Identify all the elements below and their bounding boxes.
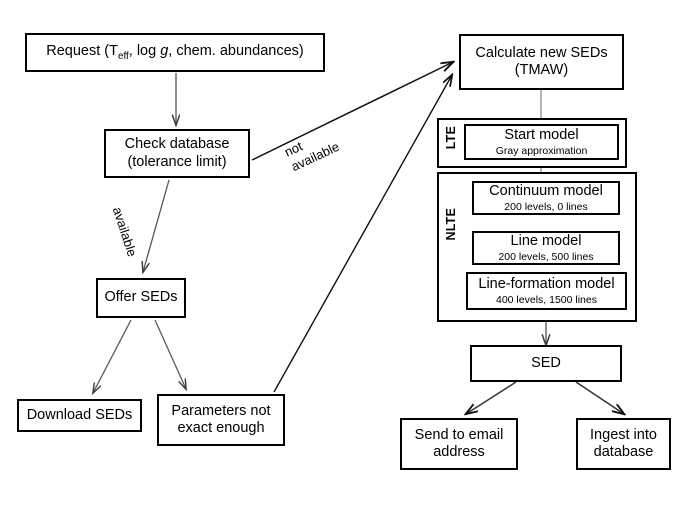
- node-parameters-not-exact[interactable]: Parameters not exact enough: [157, 394, 285, 446]
- node-continuum-model[interactable]: Continuum model 200 levels, 0 lines: [472, 181, 620, 215]
- node-check-database-line2: (tolerance limit): [127, 153, 227, 170]
- node-send-to-email[interactable]: Send to email address: [400, 418, 518, 470]
- node-start-model-line2: Gray approximation: [495, 144, 588, 157]
- node-line-formation-model[interactable]: Line-formation model 400 levels, 1500 li…: [466, 272, 627, 310]
- node-send-email-line1: Send to email: [414, 426, 504, 443]
- node-continuum-line2: 200 levels, 0 lines: [504, 200, 588, 213]
- node-line-model[interactable]: Line model 200 levels, 500 lines: [472, 231, 620, 265]
- node-request-label: Request (Teff, log g, chem. abundances): [46, 42, 304, 62]
- edge-sed-to-ingest-database: [575, 381, 624, 414]
- edge-offer-seds-to-parameters: [154, 319, 186, 389]
- node-send-email-line2: address: [433, 444, 485, 460]
- edge-check-database-to-calculate: [251, 62, 453, 161]
- node-calculate-line1: Calculate new SEDs: [475, 44, 608, 61]
- node-offer-seds-label: Offer SEDs: [104, 289, 178, 306]
- node-check-database[interactable]: Check database (tolerance limit): [104, 129, 250, 178]
- group-lte-label: LTE: [444, 126, 458, 150]
- edge-check-database-to-offer-seds: [143, 179, 170, 272]
- edge-parameters-to-calculate: [273, 75, 452, 393]
- node-sed[interactable]: SED: [470, 345, 622, 382]
- edge-sed-to-send-email: [466, 381, 517, 414]
- node-continuum-line1: Continuum model: [489, 182, 603, 199]
- group-nlte-label: NLTE: [444, 208, 458, 241]
- node-check-database-line1: Check database: [124, 136, 230, 153]
- node-parameters-line2: exact enough: [177, 420, 265, 436]
- edge-offer-seds-to-download: [93, 319, 132, 393]
- node-start-model-line1: Start model: [504, 126, 579, 143]
- node-offer-seds[interactable]: Offer SEDs: [96, 278, 186, 318]
- node-download-seds-label: Download SEDs: [26, 406, 133, 423]
- node-calculate-new-seds[interactable]: Calculate new SEDs (TMAW): [459, 34, 624, 90]
- node-calculate-line2: (TMAW): [514, 62, 569, 78]
- node-line-formation-line1: Line-formation model: [478, 275, 615, 292]
- node-download-seds[interactable]: Download SEDs: [17, 399, 142, 432]
- node-request[interactable]: Request (Teff, log g, chem. abundances): [25, 33, 325, 72]
- node-line-model-line1: Line model: [510, 232, 582, 249]
- node-ingest-line1: Ingest into: [590, 426, 657, 443]
- node-line-model-line2: 200 levels, 500 lines: [498, 250, 594, 263]
- node-start-model[interactable]: Start model Gray approximation: [464, 124, 619, 160]
- node-line-formation-line2: 400 levels, 1500 lines: [496, 293, 597, 306]
- node-ingest-line2: database: [593, 444, 654, 460]
- node-sed-label: SED: [531, 354, 561, 371]
- node-ingest-into-database[interactable]: Ingest into database: [576, 418, 671, 470]
- node-parameters-line1: Parameters not: [171, 402, 271, 419]
